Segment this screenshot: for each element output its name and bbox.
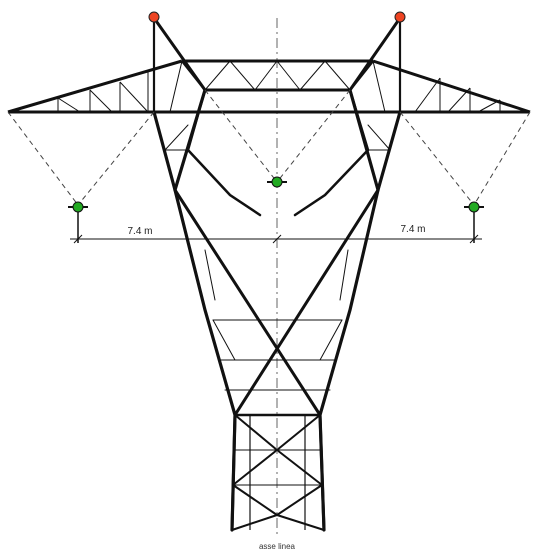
crossarm xyxy=(7,59,531,114)
ground-wire-left xyxy=(148,11,160,23)
axis-label: asse linea xyxy=(259,542,296,551)
conductor-icon xyxy=(68,176,484,213)
conductor-right xyxy=(464,201,484,213)
insulator-strings xyxy=(7,89,531,206)
dimension-label-left: 7.4 m xyxy=(127,226,152,237)
ground-wire-icon xyxy=(148,11,406,23)
tower-trunk xyxy=(230,414,326,531)
conductor-left xyxy=(68,201,88,213)
ground-wire-right xyxy=(394,11,406,23)
conductor-center xyxy=(267,176,287,188)
dimension-label-right: 7.4 m xyxy=(400,224,425,235)
